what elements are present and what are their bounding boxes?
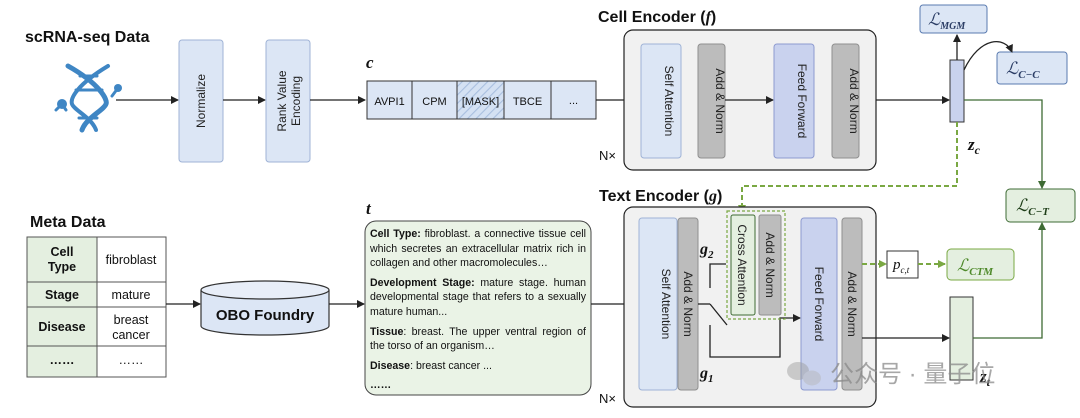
text-add-norm-2-label: Add & Norm	[845, 271, 859, 336]
token-label: AVPI1	[374, 96, 404, 108]
scrna-title: scRNA-seq Data	[25, 29, 150, 46]
token-label: [MASK]	[462, 96, 499, 108]
loss-mgm-label: ℒMGM	[928, 10, 966, 32]
token-box	[503, 80, 552, 120]
meta-key: ……	[50, 353, 75, 367]
cell-self-attention-box	[640, 43, 682, 159]
cell-add-norm-2-label: Add & Norm	[847, 68, 861, 133]
loss-cc-box	[996, 51, 1068, 85]
text-add-norm-2-box	[841, 217, 863, 391]
cell-type-paragraph: Cell Type: fibroblast. a connective tiss…	[370, 228, 586, 270]
zt-label: zt	[979, 367, 991, 389]
cross-attention-group	[726, 210, 786, 320]
g1-label: g1	[699, 365, 714, 385]
meta-key: Stage	[45, 288, 79, 302]
text-repeat-label: N×	[599, 391, 616, 406]
cell-add-norm-1-box	[697, 43, 726, 159]
token-sequence: AVPI1 CPM [MASK] TBCE ...	[366, 80, 597, 120]
text-self-attention-label: Self Attention	[659, 269, 673, 340]
token-label: ...	[569, 95, 578, 107]
text-description-box	[364, 220, 592, 396]
token-mask-box	[456, 80, 505, 120]
arrow-zc-to-ct	[964, 99, 1046, 189]
loss-mgm-box	[919, 4, 988, 34]
cell-encoder-title: Cell Encoder (f)	[598, 9, 716, 26]
tissue-paragraph: Tissue: breast. The upper ventral region…	[370, 325, 586, 353]
description-ellipsis: ……	[370, 379, 392, 392]
text-self-attention-box	[638, 217, 678, 391]
p-ct-label: pc,t	[892, 257, 910, 275]
cell-repeat-label: N×	[599, 148, 616, 163]
meta-value: mature	[112, 288, 151, 302]
rank-value-label: Rank ValueEncoding	[275, 70, 303, 131]
arrow-zt-to-ct	[973, 222, 1046, 339]
rank-value-box	[265, 39, 311, 163]
cell-add-norm-1-label: Add & Norm	[713, 68, 727, 133]
meta-key: Disease	[38, 320, 85, 334]
loss-ctm-label: ℒCTM	[957, 256, 994, 278]
watermark: 公众号 · 量子位	[830, 361, 995, 388]
disease-paragraph: Disease: breast cancer ...	[370, 359, 492, 372]
token-label: CPM	[422, 96, 446, 108]
meta-value: fibroblast	[106, 253, 157, 267]
cell-self-attention-label: Self Attention	[662, 66, 676, 137]
wechat-icon	[787, 362, 821, 386]
text-feed-forward-box	[800, 217, 838, 391]
dna-icon	[54, 63, 122, 133]
arrow-to-cc	[963, 41, 1013, 71]
cross-add-norm-label: Add & Norm	[763, 232, 777, 297]
loss-ctm-box	[946, 248, 1015, 281]
t-label: t	[366, 199, 372, 218]
obo-foundry-database-icon	[200, 280, 330, 336]
normalize-box	[178, 39, 224, 163]
zc-vector	[949, 59, 965, 123]
text-encoder-title: Text Encoder (g)	[599, 188, 722, 205]
gating-switch	[698, 263, 801, 358]
meta-title: Meta Data	[30, 214, 106, 231]
meta-value: ……	[119, 353, 144, 367]
cross-add-norm-box	[758, 214, 782, 316]
cell-add-norm-2-box	[831, 43, 860, 159]
cross-attention-dashed-link	[738, 122, 958, 213]
token-label: TBCE	[513, 96, 542, 108]
obo-foundry-label: OBO Foundry	[216, 307, 315, 324]
normalize-label: Normalize	[194, 74, 208, 128]
loss-cc-label: ℒC−C	[1006, 59, 1040, 81]
cross-attention-label: Cross Attention	[735, 224, 749, 305]
zc-label: zc	[967, 135, 981, 157]
cell-feed-forward-label: Feed Forward	[795, 64, 809, 139]
text-description: Cell Type: fibroblast. a connective tiss…	[370, 227, 586, 398]
token-box	[411, 80, 458, 120]
g2-label: g2	[699, 241, 714, 261]
loss-ct-label: ℒC−T	[1016, 196, 1050, 218]
text-add-norm-1-label: Add & Norm	[681, 271, 695, 336]
dev-stage-paragraph: Development Stage: mature stage. human d…	[370, 276, 586, 318]
c-label: c	[366, 53, 374, 72]
cell-feed-forward-box	[773, 43, 815, 159]
token-box	[366, 80, 413, 120]
text-feed-forward-label: Feed Forward	[812, 267, 826, 342]
p-ct-box	[886, 250, 919, 279]
cross-attention-box	[730, 214, 756, 316]
